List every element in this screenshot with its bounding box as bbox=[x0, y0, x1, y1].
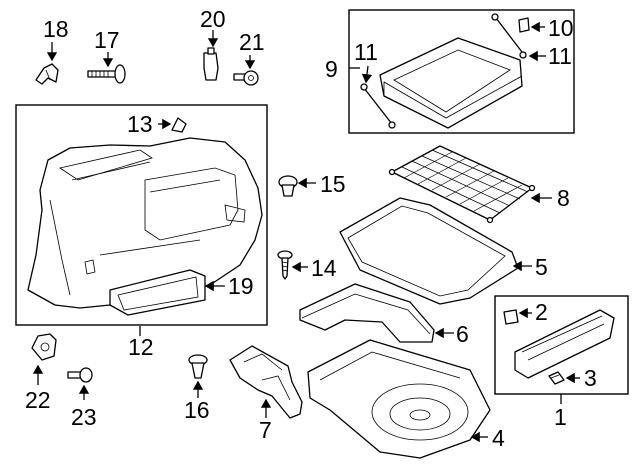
part-11-strap-right bbox=[491, 13, 527, 59]
callout-6: 6 bbox=[456, 321, 469, 347]
part-4-tire-well bbox=[307, 339, 491, 459]
callout-15: 15 bbox=[320, 171, 346, 197]
part-9-cargo-cover bbox=[379, 37, 523, 129]
part-6-well-cover bbox=[299, 283, 435, 343]
part-18-clip bbox=[35, 63, 59, 85]
callout-5: 5 bbox=[535, 254, 548, 280]
part-21-screw bbox=[233, 70, 259, 86]
part-20-clip bbox=[203, 47, 219, 81]
part-10-clip bbox=[518, 17, 530, 33]
callout-9: 9 bbox=[325, 56, 338, 82]
callout-3: 3 bbox=[584, 365, 597, 391]
part-7-bracket bbox=[229, 345, 303, 419]
part-1-scuff-plate bbox=[514, 309, 615, 379]
group-box-cargo-cover bbox=[348, 9, 575, 134]
part-2-clip bbox=[503, 309, 519, 325]
callout-2: 2 bbox=[535, 299, 548, 325]
callout-12: 12 bbox=[128, 334, 154, 360]
part-16-retainer bbox=[188, 354, 208, 379]
callout-22: 22 bbox=[25, 387, 51, 413]
callout-11-right: 11 bbox=[548, 43, 572, 69]
part-23-bolt bbox=[67, 367, 93, 383]
callout-13: 13 bbox=[127, 111, 153, 137]
callout-17: 17 bbox=[94, 27, 120, 53]
callout-8: 8 bbox=[557, 185, 570, 211]
callout-11-left: 11 bbox=[354, 39, 378, 65]
part-3-grommet bbox=[548, 371, 565, 385]
part-8-cargo-net bbox=[388, 145, 536, 224]
part-17-bolt bbox=[87, 64, 126, 84]
callout-18: 18 bbox=[43, 16, 69, 42]
part-11-strap-left bbox=[360, 83, 396, 129]
callout-7: 7 bbox=[259, 417, 272, 443]
part-14-screw bbox=[277, 250, 293, 280]
callout-19: 19 bbox=[228, 273, 254, 299]
part-13-clip bbox=[171, 117, 187, 133]
group-box-quarter-trim bbox=[15, 104, 268, 326]
callout-16: 16 bbox=[184, 397, 210, 423]
leader-11-left bbox=[361, 65, 373, 84]
callout-4: 4 bbox=[492, 425, 505, 451]
part-19-bin bbox=[109, 269, 206, 316]
callout-21: 21 bbox=[239, 29, 265, 55]
part-22-bracket bbox=[31, 333, 57, 361]
callout-14: 14 bbox=[311, 255, 337, 281]
callout-1: 1 bbox=[554, 404, 567, 430]
callout-23: 23 bbox=[71, 404, 97, 430]
callout-20: 20 bbox=[200, 6, 226, 32]
part-15-push-pin bbox=[278, 175, 298, 197]
callout-10: 10 bbox=[548, 15, 574, 41]
